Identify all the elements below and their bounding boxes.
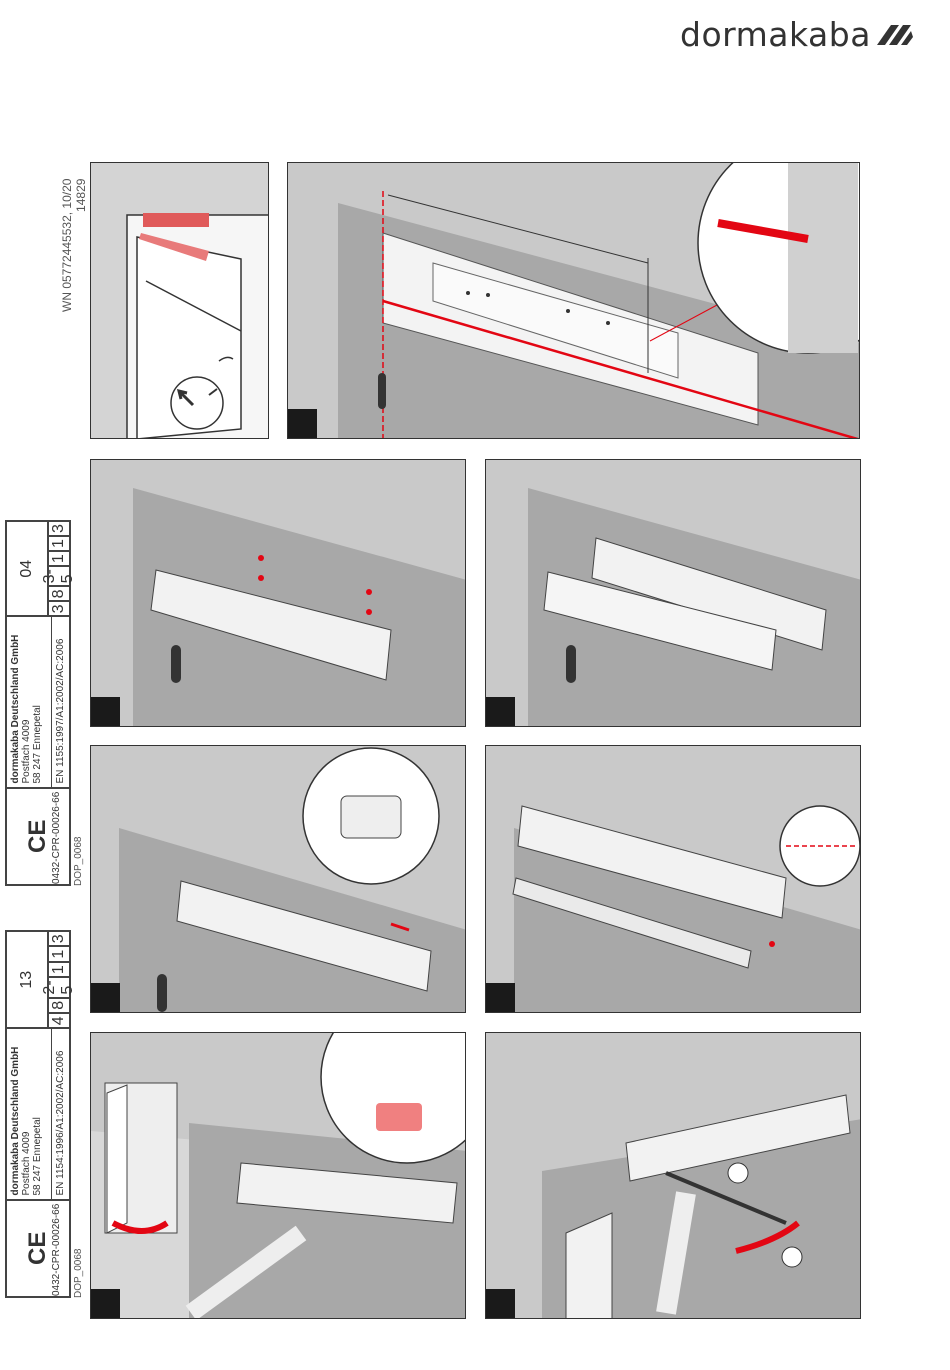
panel-arm-fitting	[90, 1032, 466, 1319]
step-badge	[91, 983, 120, 1012]
panel-mount-plate	[90, 459, 466, 727]
dop-reference: DOP_0068	[73, 1248, 84, 1298]
code-cell: 8	[48, 997, 70, 1014]
step-badge	[288, 409, 317, 438]
panel-door-overview	[90, 162, 269, 439]
brand-name: dormakaba	[680, 14, 871, 54]
ce-mark-icon: CE	[24, 819, 51, 853]
manufacturer-address: dormakaba Deutschland GmbH Postfach 4009…	[7, 1029, 51, 1198]
address-line: Postfach 4009	[21, 719, 32, 784]
logo-mark-icon	[876, 25, 913, 45]
code-cell: 8	[48, 586, 70, 602]
code-cell: 1	[48, 551, 70, 567]
panel-adjustment	[485, 1032, 861, 1319]
code-cell: 3	[48, 601, 70, 617]
dop-reference: DOP_0068	[73, 836, 84, 886]
code-cell: 3-5	[41, 566, 76, 587]
code-cell: 3	[48, 521, 70, 537]
step-badge	[486, 1289, 515, 1318]
ce-cert-number: 0432-CPR-00026-66	[51, 1203, 62, 1296]
panel-closer-body	[485, 459, 861, 727]
standard-reference: EN 1154:1996/A1:2002/AC:2006	[51, 1029, 69, 1199]
code-cell: 2-5	[41, 977, 76, 998]
code-cell: 1	[48, 536, 70, 552]
panel-cover	[485, 745, 861, 1013]
ce-mark-icon: CE	[24, 1231, 51, 1265]
address-line: 58 247 Ennepetal	[32, 705, 43, 784]
address-line: 58 247 Ennepetal	[32, 1117, 43, 1196]
brand-logo: dormakaba	[680, 14, 915, 54]
ce-declaration-block: CE dormakaba Deutschland GmbH Postfach 4…	[5, 520, 84, 886]
step-badge	[91, 1289, 120, 1318]
document-reference: WN 05772445532, 10/20 14829	[60, 179, 88, 312]
step-badge	[486, 983, 515, 1012]
manufacturer-address: dormakaba Deutschland GmbH Postfach 4009…	[7, 617, 51, 786]
code-cell: 4	[48, 1013, 70, 1029]
code-cell: 1	[48, 961, 70, 978]
step-badge	[91, 697, 120, 726]
code-cell: 1	[48, 946, 70, 962]
ce-declaration-block: CE dormakaba Deutschland GmbH Postfach 4…	[5, 930, 84, 1298]
company-name: dormakaba Deutschland GmbH	[10, 634, 21, 784]
panel-connector	[90, 745, 466, 1013]
step-badge	[486, 697, 515, 726]
code-cell: 3	[48, 931, 70, 947]
panel-template-marking	[287, 162, 860, 439]
standard-reference: EN 1155:1997/A1:2002/AC:2006	[51, 617, 69, 787]
document-number: WN 05772445532, 10/20	[60, 178, 74, 312]
company-name: dormakaba Deutschland GmbH	[10, 1046, 21, 1196]
address-line: Postfach 4009	[21, 1131, 32, 1196]
document-code: 14829	[74, 178, 88, 212]
ce-cert-number: 0432-CPR-00026-66	[51, 791, 62, 884]
